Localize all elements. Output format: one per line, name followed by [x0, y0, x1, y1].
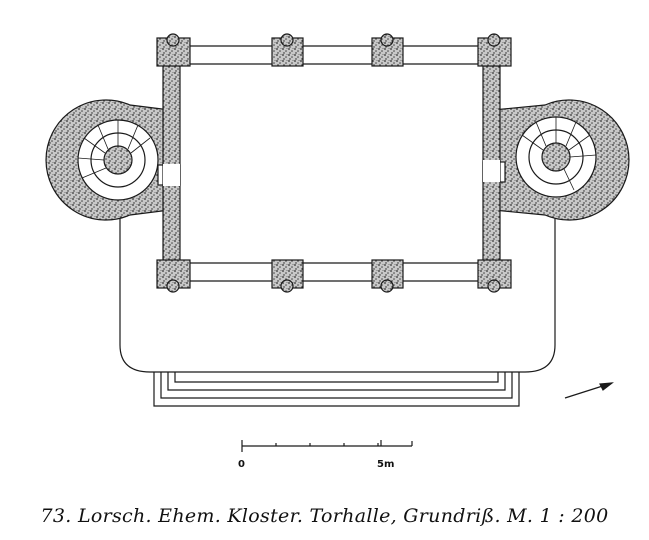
scale-start-label: 0 — [238, 459, 245, 470]
piers — [156, 33, 512, 293]
scale-bar — [241, 440, 413, 452]
right-stair-tower — [482, 99, 630, 221]
arcade-walls — [180, 45, 483, 282]
figure-caption: 73. Lorsch. Ehem. Kloster. Torhalle, Gru… — [40, 505, 609, 527]
left-stair-tower — [45, 99, 181, 221]
platform-outline — [119, 215, 556, 373]
entrance-steps — [153, 372, 520, 407]
north-arrow-icon — [564, 382, 614, 399]
scale-end-label: 5m — [377, 459, 395, 470]
